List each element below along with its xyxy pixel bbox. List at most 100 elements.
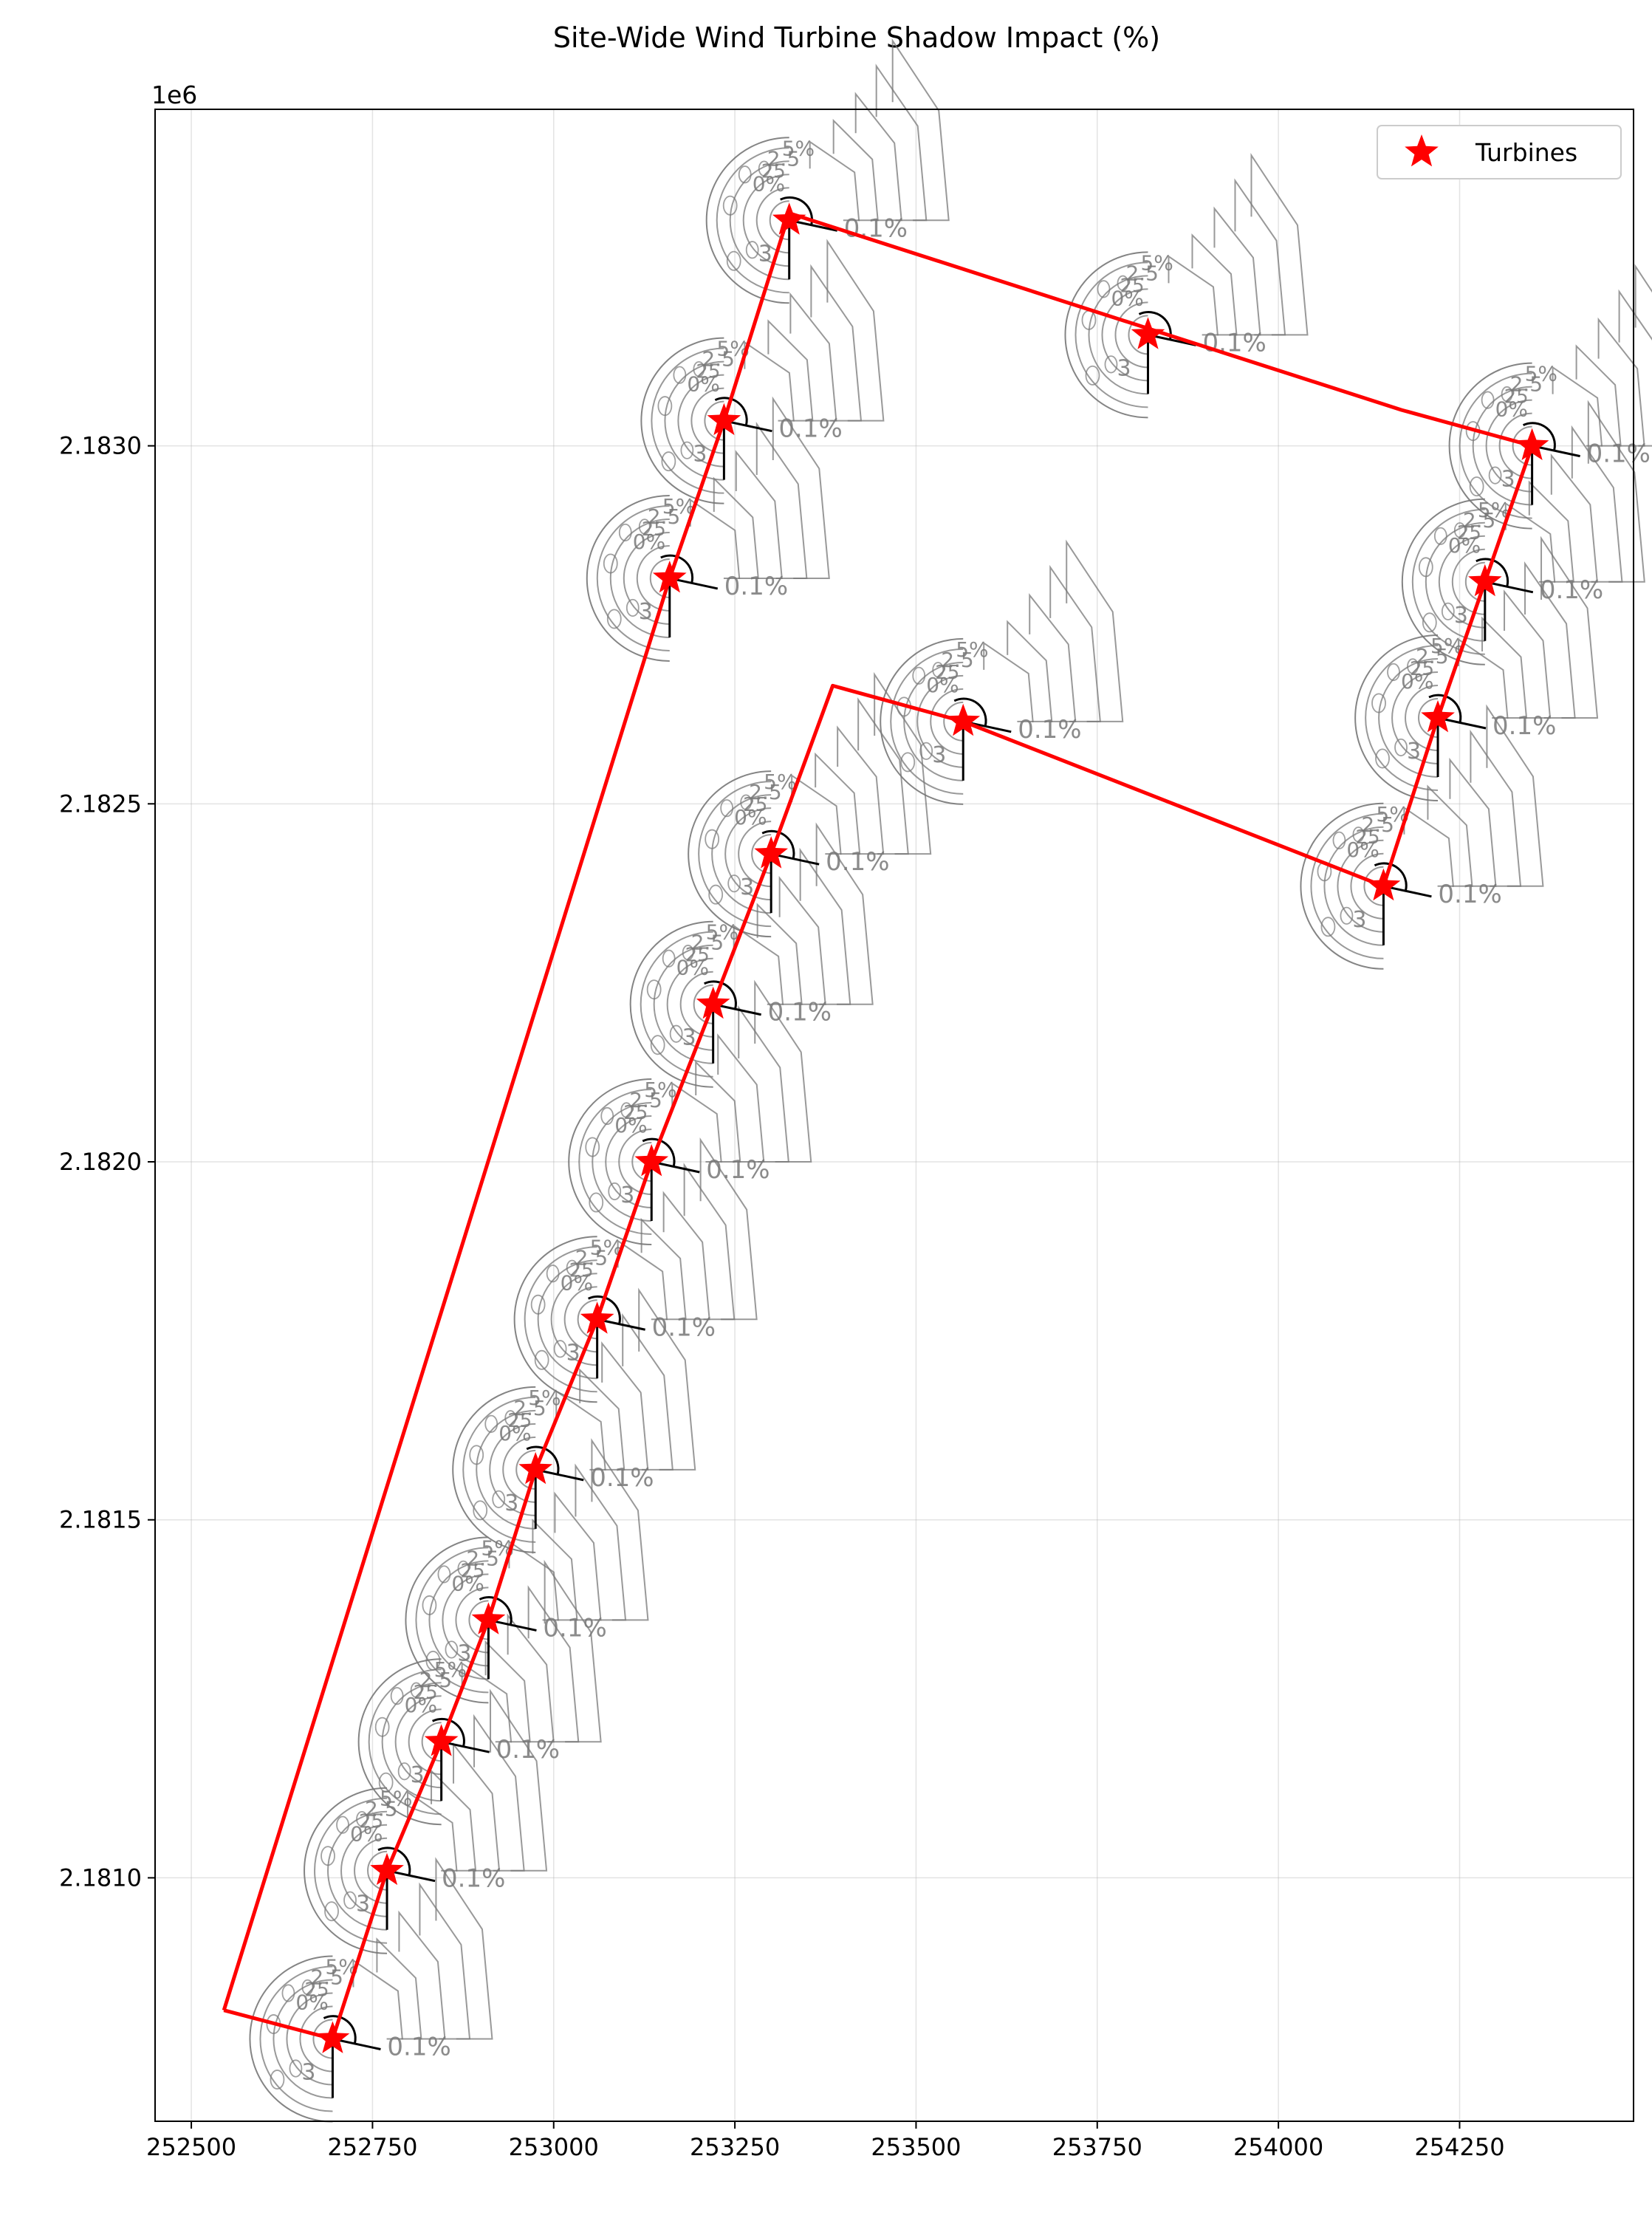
contour-loop [321, 1846, 335, 1866]
contour-ring [738, 821, 772, 888]
contour-label: 0% [926, 673, 959, 697]
contour-loop [546, 1264, 560, 1283]
contour-label: 5% [1430, 634, 1463, 658]
shadow-arc [479, 1596, 513, 1625]
y-tick-label: 2.1815 [59, 1506, 142, 1534]
contour-ring [666, 957, 713, 1051]
contour-label: 0.1% [543, 1613, 606, 1643]
contour-sector [826, 239, 885, 422]
contour-sector [1540, 535, 1599, 719]
contour-label: 2.5 [749, 780, 782, 804]
turbine-markers [315, 202, 1549, 2053]
turbine-marker [696, 986, 730, 1019]
contour-label: 0.1% [496, 1735, 560, 1765]
contour-loop [534, 1349, 549, 1370]
contour-sector [376, 1937, 422, 2040]
contour-label: 0.1% [768, 998, 832, 1027]
turbine-shadow-contour: 0.1%32.55%0%25 [568, 979, 812, 1246]
contour-label: 0% [676, 956, 709, 980]
contour-loop [281, 1984, 295, 2002]
contour-ring [1401, 498, 1485, 665]
x-tick-label: 252500 [146, 2133, 236, 2161]
contour-label: 5% [706, 920, 738, 945]
contour-loop [603, 553, 618, 574]
contour-ring [1128, 315, 1148, 355]
contour-loop [912, 666, 926, 685]
contour-sector [1504, 502, 1556, 583]
contour-sector [662, 1191, 710, 1321]
contour-ring [489, 1423, 536, 1516]
contour-ring [304, 1787, 388, 1954]
shadow-vector [712, 1003, 761, 1064]
shadow-arc [587, 1295, 621, 1324]
contour-loop [705, 829, 720, 849]
x-tick-label: 254250 [1414, 2133, 1504, 2161]
contour-ring [1411, 508, 1485, 655]
contour-loop [726, 250, 741, 271]
contour-ring [452, 1386, 536, 1553]
contour-ring [636, 544, 670, 612]
turbine-shadow-contour: 0.1%32.55%0%25 [629, 822, 874, 1088]
contour-loop [1441, 602, 1455, 620]
contour-loop [1097, 280, 1111, 298]
contour-loop [900, 752, 916, 773]
contour-ring [354, 1837, 388, 1904]
contour-label: 0% [633, 530, 665, 554]
contour-label: 2.5 [1416, 644, 1449, 668]
contour-ring [357, 1658, 442, 1826]
contour-ring [502, 1436, 536, 1503]
contour-label: 25 [761, 160, 786, 182]
turbine-marker [772, 202, 806, 235]
contour-ring [286, 1992, 333, 2086]
contour-label: 5% [662, 494, 695, 518]
contour-label: 25 [623, 1102, 648, 1124]
shadow-arc [660, 554, 694, 583]
contour-sector [407, 1790, 458, 1872]
contour-label: 0% [1346, 838, 1379, 862]
contour-label: 2.5 [466, 1546, 499, 1570]
contour-label: 0.1% [652, 1312, 716, 1342]
contour-label: 2.5 [310, 1965, 343, 1990]
contour-loop [638, 518, 651, 535]
turbine-shadow-contour: 0.1%32.55%0%25 [249, 1857, 493, 2123]
contour-sector [507, 1613, 555, 1743]
shadow-vector [1382, 885, 1432, 945]
contour-loop [1387, 663, 1400, 682]
shadow-arc [323, 2015, 357, 2044]
turbine-shadow-contour: 0.1%32.55%0%25 [705, 38, 950, 304]
contour-label: 3 [1117, 355, 1131, 381]
contour-ring [679, 971, 713, 1038]
contour-label: 0% [295, 1991, 328, 2015]
contour-sector [617, 1239, 668, 1321]
shadow-arc [714, 397, 748, 426]
contour-label: 3 [356, 1892, 370, 1917]
contour-loop [1433, 527, 1447, 545]
contour-sector [1504, 589, 1552, 719]
contour-label: 0% [1111, 286, 1143, 310]
contour-ring [1485, 399, 1532, 493]
shadow-arc [1428, 694, 1462, 723]
contour-label: 0.1% [778, 414, 842, 444]
contour-label: 25 [1355, 826, 1379, 849]
contour-label: 0% [1401, 669, 1433, 694]
shadow-arc [377, 1846, 411, 1876]
contour-ring [1101, 288, 1148, 382]
contour-label: 3 [758, 241, 772, 267]
contour-ring [629, 920, 713, 1088]
contour-ring [394, 1695, 442, 1789]
contour-sector [733, 924, 784, 1005]
shadow-arc [432, 1717, 465, 1747]
contour-ring [705, 137, 789, 304]
contour-loop [608, 1182, 622, 1201]
contour-sector [874, 671, 932, 855]
contour-loop [722, 195, 738, 216]
contour-sector [699, 1137, 758, 1321]
contour-ring [890, 648, 964, 795]
contour-loop [270, 2070, 285, 2090]
contour-loop [1469, 476, 1484, 497]
contour-label: 25 [935, 662, 959, 684]
turbine-marker [946, 703, 981, 736]
contour-loop [693, 360, 705, 377]
contour-ring [623, 531, 670, 625]
shadow-contours: 0.1%32.55%0%250.1%32.55%0%250.1%32.55%0%… [249, 38, 1652, 2123]
